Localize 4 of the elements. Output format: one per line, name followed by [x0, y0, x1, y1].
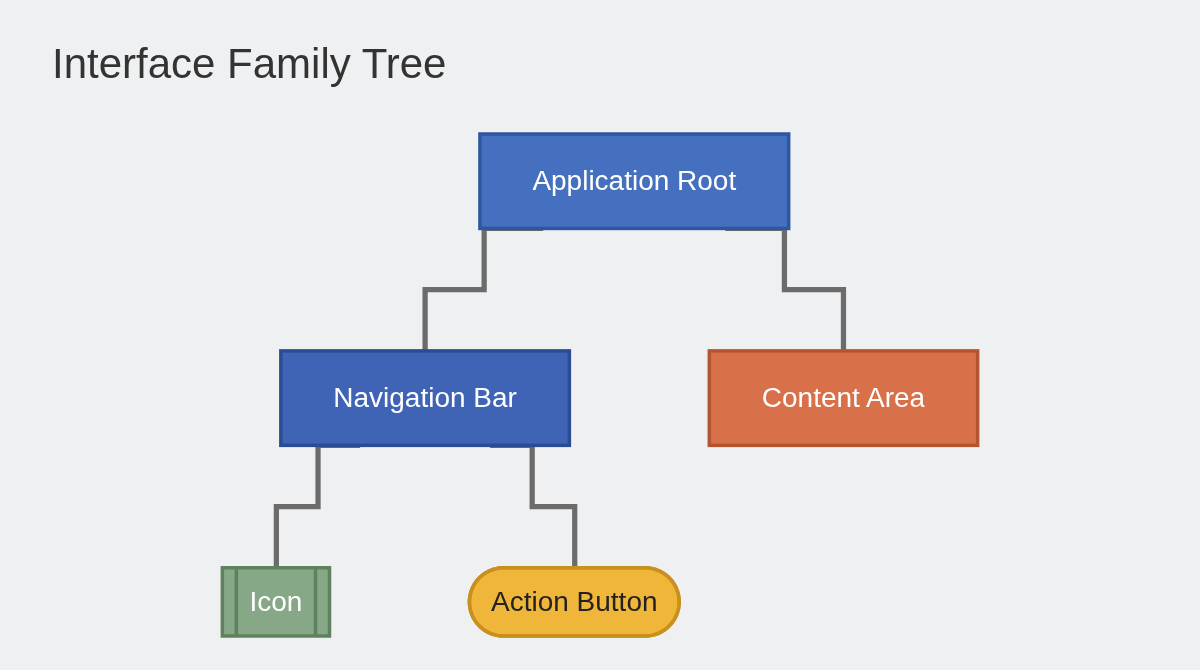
node-box: Navigation Bar: [279, 349, 572, 448]
title: Interface Family Tree: [52, 40, 447, 88]
node-box: Content Area: [707, 349, 980, 448]
node-box: Application Root: [478, 132, 791, 231]
